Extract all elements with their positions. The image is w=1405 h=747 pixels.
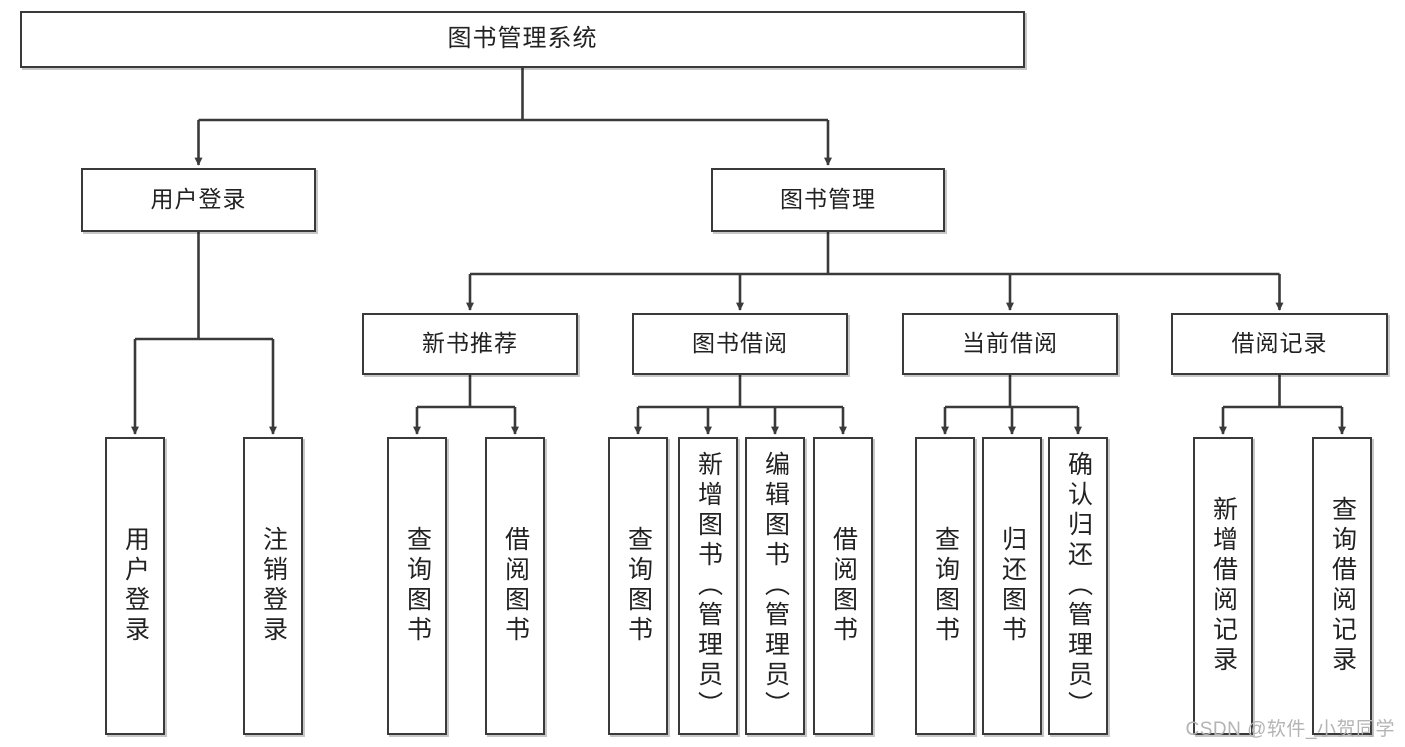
leaf-borrow-edit-book-admin[interactable]: 编辑图书（管理员） (745, 437, 805, 735)
node-label: 新增图书（管理员） (694, 451, 723, 721)
node-current-borrowing[interactable]: 当前借阅 (902, 313, 1118, 375)
node-label: 用户登录 (150, 186, 247, 213)
leaf-user-logout[interactable]: 注销登录 (243, 437, 303, 735)
leaf-rec-add-record[interactable]: 新增借阅记录 (1193, 437, 1253, 735)
node-label: 图书管理系统 (447, 25, 598, 53)
node-label: 查询图书 (403, 526, 432, 646)
node-label: 当前借阅 (962, 330, 1058, 357)
node-book-borrowing[interactable]: 图书借阅 (632, 313, 848, 375)
node-label: 借阅图书 (829, 526, 858, 646)
node-label: 归还图书 (998, 526, 1027, 646)
leaf-cur-confirm-return-admin[interactable]: 确认归还（管理员） (1048, 437, 1108, 735)
node-label: 注销登录 (259, 526, 288, 646)
node-label: 用户登录 (121, 526, 150, 646)
leaf-borrow-add-book-admin[interactable]: 新增图书（管理员） (678, 437, 738, 735)
leaf-borrow-query-book[interactable]: 查询图书 (608, 437, 668, 735)
leaf-cur-return-book[interactable]: 归还图书 (982, 437, 1042, 735)
node-label: 编辑图书（管理员） (761, 451, 790, 721)
node-book-management[interactable]: 图书管理 (711, 168, 945, 232)
node-label: 查询图书 (931, 526, 960, 646)
node-label: 查询图书 (624, 526, 653, 646)
node-label: 新书推荐 (422, 330, 518, 357)
leaf-rec-borrow-book[interactable]: 借阅图书 (485, 437, 545, 735)
leaf-rec-query-book[interactable]: 查询图书 (387, 437, 447, 735)
node-label: 图书管理 (780, 186, 876, 213)
node-label: 借阅图书 (501, 526, 530, 646)
node-borrowing-record[interactable]: 借阅记录 (1171, 313, 1388, 375)
node-root-book-management-system[interactable]: 图书管理系统 (20, 11, 1025, 68)
node-label: 新增借阅记录 (1209, 496, 1238, 676)
leaf-rec-query-record[interactable]: 查询借阅记录 (1312, 437, 1372, 735)
node-label: 借阅记录 (1231, 330, 1328, 357)
node-user-login[interactable]: 用户登录 (81, 168, 316, 232)
leaf-user-login[interactable]: 用户登录 (105, 437, 165, 735)
node-new-book-recommendation[interactable]: 新书推荐 (362, 313, 578, 375)
node-label: 查询借阅记录 (1328, 496, 1357, 676)
node-label: 图书借阅 (692, 330, 788, 357)
watermark-text: CSDN @软件_小贺同学 (1185, 719, 1395, 740)
leaf-borrow-borrow-book[interactable]: 借阅图书 (813, 437, 873, 735)
node-label: 确认归还（管理员） (1064, 451, 1093, 721)
leaf-cur-query-book[interactable]: 查询图书 (915, 437, 975, 735)
